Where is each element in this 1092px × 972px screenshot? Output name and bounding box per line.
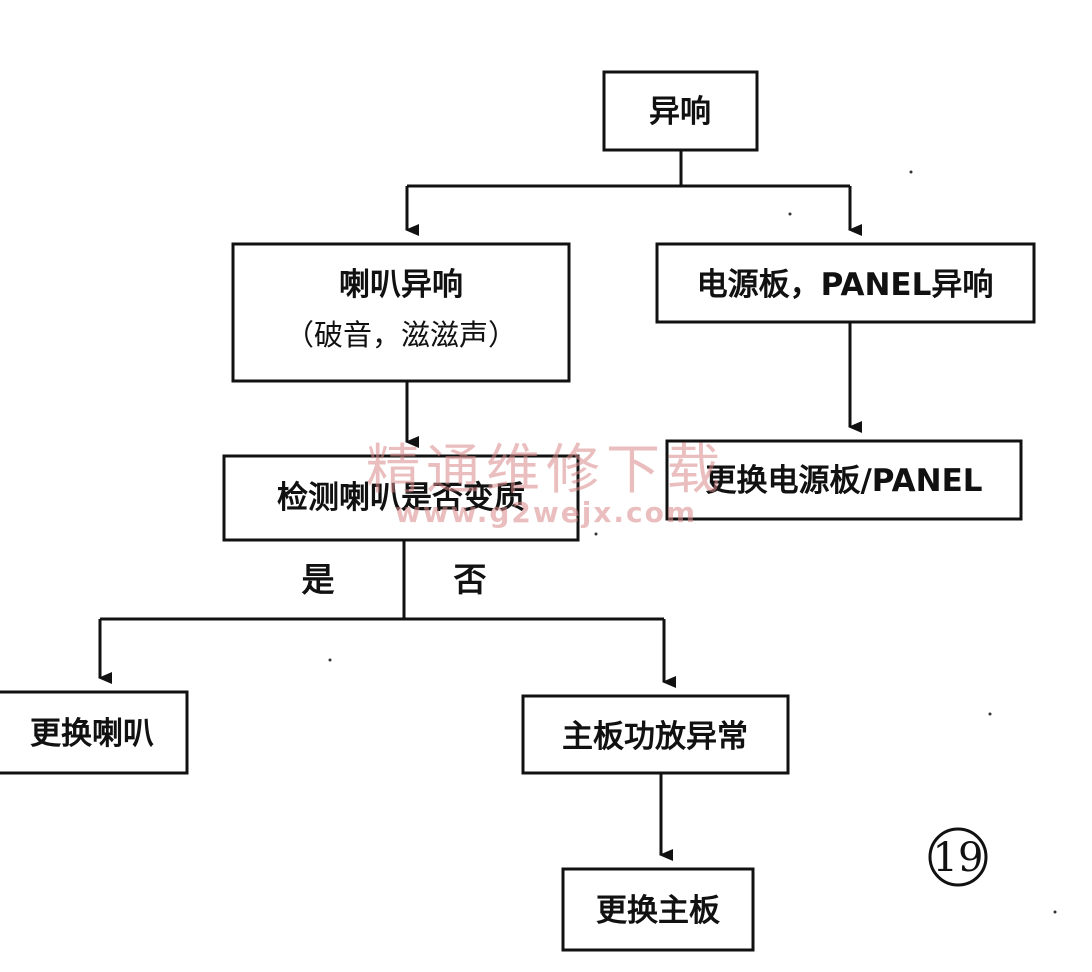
node-replace-mainboard-label: 更换主板	[596, 893, 720, 929]
node-check-speaker: 检测喇叭是否变质	[222, 454, 580, 542]
scan-specks	[328, 170, 1057, 914]
node-speaker-noise-detail: （破音，滋滋声）	[285, 318, 517, 352]
node-replace-power-panel-label: 更换电源板/PANEL	[705, 463, 982, 499]
watermark-url: www.g2wejx.com	[395, 496, 697, 529]
node-amp-abnormal-label: 主板功放异常	[562, 719, 748, 755]
node-replace-mainboard: 更换主板	[561, 867, 755, 952]
node-replace-power-panel: 更换电源板/PANEL	[665, 439, 1023, 521]
node-root: 异响	[602, 70, 759, 152]
branch-label-no: 否	[454, 560, 487, 599]
node-speaker-noise-label: 喇叭异响	[339, 267, 463, 303]
figure-number: 19	[928, 827, 988, 887]
node-speaker-noise: 喇叭异响 （破音，滋滋声）	[231, 242, 571, 383]
figure-number-text: 19	[933, 835, 984, 881]
node-replace-speaker: 更换喇叭	[0, 690, 189, 775]
node-amp-abnormal: 主板功放异常	[521, 694, 790, 775]
node-root-label: 异响	[649, 94, 711, 130]
branch-label-yes: 是	[302, 560, 335, 599]
watermark-text: 精通维修下载	[366, 438, 726, 501]
connectors	[98, 150, 862, 861]
node-power-panel-noise: 电源板，PANEL异响	[655, 242, 1036, 324]
node-check-speaker-label: 检测喇叭是否变质	[277, 480, 525, 516]
node-power-panel-noise-label: 电源板，PANEL异响	[697, 267, 994, 303]
node-replace-speaker-label: 更换喇叭	[30, 716, 154, 752]
